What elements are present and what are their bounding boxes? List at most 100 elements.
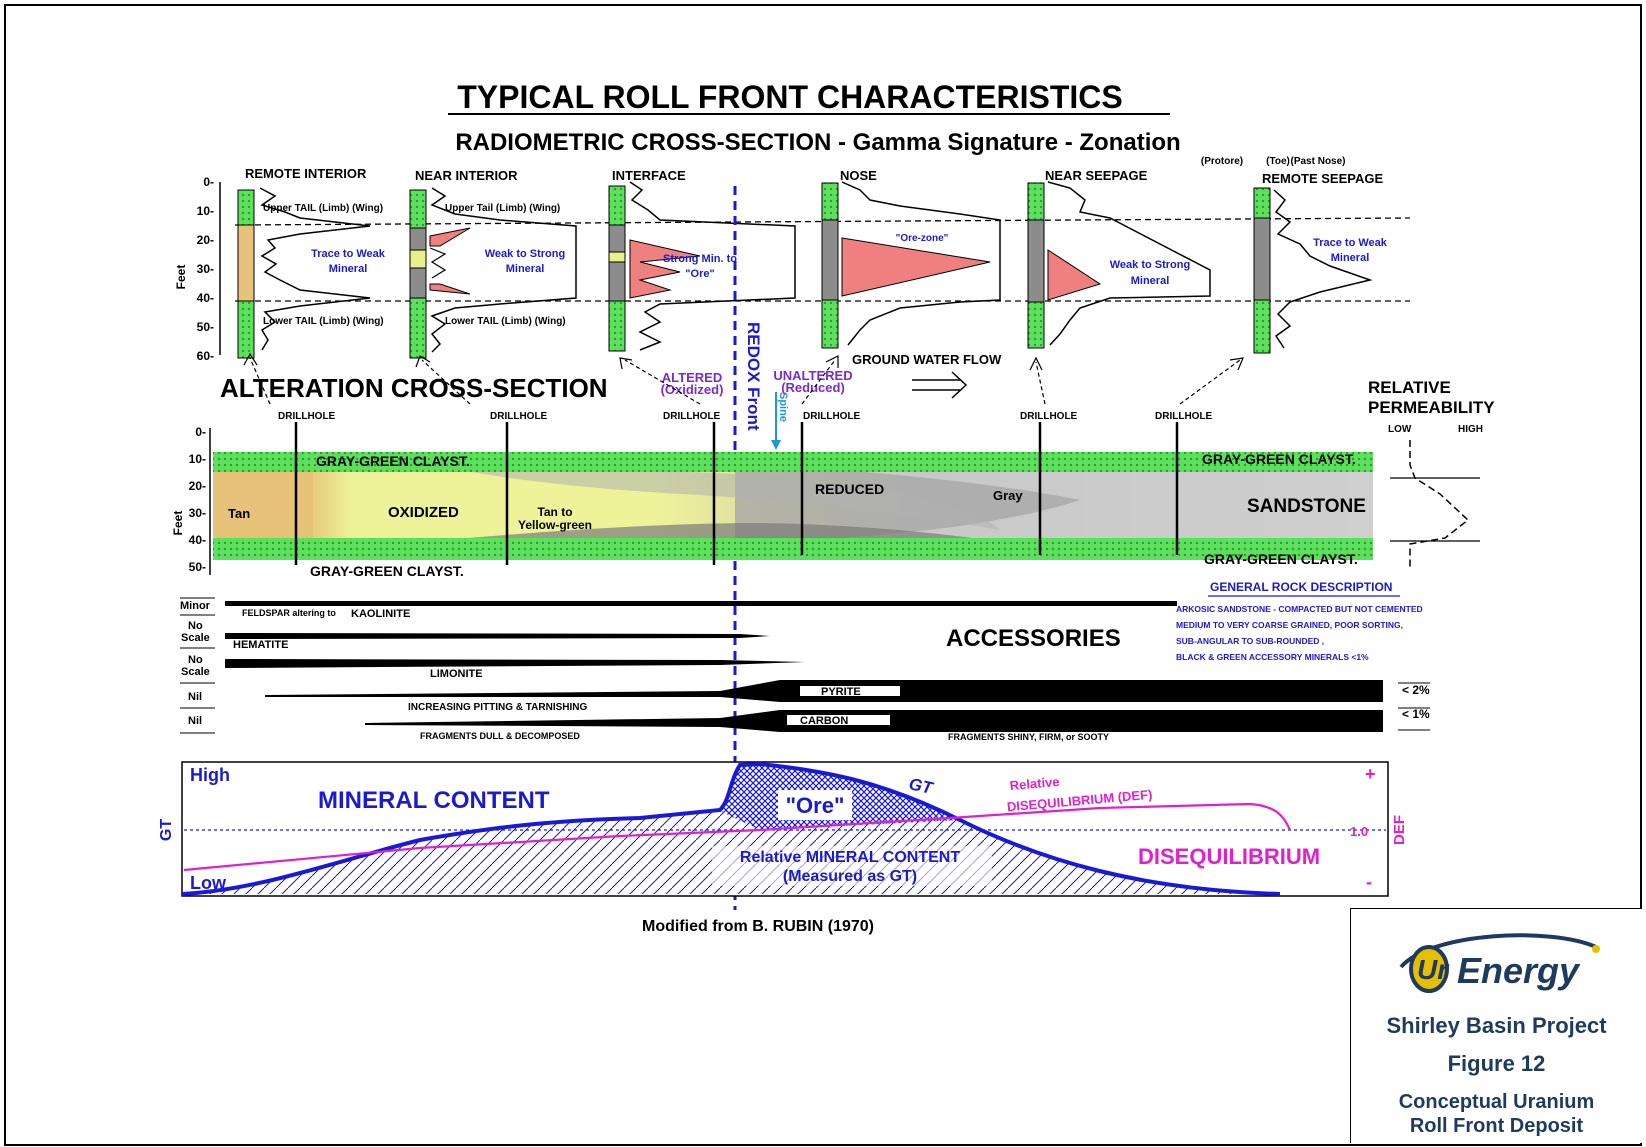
- credit-label: Modified from B. RUBIN (1970): [642, 918, 874, 935]
- relative-mineral-label-1: Relative MINERAL CONTENT: [740, 849, 960, 866]
- page-border: [4, 4, 1642, 1146]
- disequilibrium-label: DISEQUILIBRIUM: [1138, 844, 1320, 869]
- drillhole-label-1: DRILLHOLE: [278, 411, 336, 422]
- fragments-dull-label: FRAGMENTS DULL & DECOMPOSED: [420, 731, 580, 741]
- figure-number: Figure 12: [1447, 1051, 1546, 1076]
- relative-def-label-1: Relative: [1009, 774, 1060, 793]
- groundwater-flow-label: GROUND WATER FLOW: [852, 352, 1002, 367]
- weak-strong-label-1b: Mineral: [506, 263, 545, 275]
- page-subtitle: RADIOMETRIC CROSS-SECTION - Gamma Signat…: [455, 129, 1180, 156]
- radiometric-depth-tick-10: 10-: [197, 204, 214, 218]
- claystone-top-label: GRAY-GREEN CLAYST.: [316, 453, 470, 469]
- chart-low-label: Low: [190, 873, 227, 893]
- drillhole-label-4: DRILLHOLE: [803, 411, 861, 422]
- scale-scale-1: Scale: [181, 632, 210, 644]
- accessories-title: ACCESSORIES: [946, 625, 1121, 652]
- drill-column-nose: [821, 181, 1001, 349]
- drill-column-remote-seepage: [1253, 187, 1373, 354]
- zone-label-remote-seepage: REMOTE SEEPAGE: [1262, 171, 1383, 186]
- claystone-top-right-label: GRAY-GREEN CLAYST.: [1202, 451, 1356, 467]
- chart-high-label: High: [190, 765, 230, 785]
- page-title: TYPICAL ROLL FRONT CHARACTERISTICS: [457, 79, 1122, 115]
- radiometric-depth-tick-60: 60-: [197, 349, 214, 363]
- zone-label-near-interior: NEAR INTERIOR: [415, 168, 518, 183]
- radiometric-depth-tick-40: 40-: [197, 291, 214, 305]
- carbon-pct: < 1%: [1402, 707, 1430, 721]
- unaltered-label: UNALTERED: [773, 368, 852, 383]
- rock-description-heading: GENERAL ROCK DESCRIPTION: [1210, 580, 1392, 594]
- scale-nil-2: Nil: [188, 715, 202, 727]
- weak-strong-label-2b: Mineral: [1131, 275, 1170, 287]
- figure-caption-box: Ur Energy Shirley Basin Project Figure 1…: [1350, 908, 1642, 1143]
- radiometric-depth-tick-30: 30-: [197, 262, 214, 276]
- kaolinite-label: KAOLINITE: [351, 608, 410, 620]
- drillhole-label-3: DRILLHOLE: [663, 411, 721, 422]
- alteration-depth-tick-10: 10-: [189, 452, 206, 466]
- logo-brand: Energy: [1457, 950, 1581, 991]
- trace-weak-label-2a: Trace to Weak: [1313, 237, 1388, 249]
- drillhole-connector-arrows: [243, 352, 1244, 405]
- strong-min-label-a: Strong Min. to: [663, 253, 737, 265]
- permeability-title-2: PERMEABILITY: [1368, 398, 1495, 417]
- drill-column-near-interior: [409, 187, 577, 359]
- tan-label: Tan: [228, 506, 250, 521]
- ore-label-box: [778, 790, 852, 820]
- scale-minor: Minor: [180, 600, 211, 612]
- radiometric-depth-axis: 0-10-20-30-40-50-60- Feet: [174, 175, 221, 363]
- permeability-curve: [1390, 440, 1480, 570]
- relative-mineral-backdrop: [712, 846, 992, 886]
- spine-arrowhead: [771, 440, 781, 450]
- upper-horizon-line: [234, 217, 1411, 226]
- alteration-depth-tick-40: 40-: [189, 533, 206, 547]
- zone-label-near-seepage: NEAR SEEPAGE: [1045, 168, 1148, 183]
- feldspar-label: FELDSPAR altering to: [242, 608, 336, 618]
- caption-line-1: Conceptual Uranium: [1398, 1091, 1595, 1113]
- zone-label-interface: INTERFACE: [612, 168, 686, 183]
- spine-label: Spine: [777, 392, 789, 422]
- permeability-low: LOW: [1388, 424, 1412, 435]
- zone-label-nose: NOSE: [840, 168, 877, 183]
- claystone-bottom-label: GRAY-GREEN CLAYST.: [310, 563, 464, 579]
- scale-scale-2: Scale: [181, 666, 210, 678]
- pitting-label: INCREASING PITTING & TARNISHING: [408, 702, 587, 713]
- groundwater-arrow-icon: [912, 371, 968, 399]
- oxidized-zone-label: OXIDIZED: [388, 504, 459, 521]
- rock-description-line-4: BLACK & GREEN ACCESSORY MINERALS <1%: [1176, 652, 1369, 662]
- drill-column-remote-interior: [237, 187, 371, 359]
- ore-label: "Ore": [786, 793, 845, 818]
- chart-minus-label: -: [1366, 872, 1372, 892]
- gt-axis-label: GT: [158, 819, 175, 841]
- chart-plus-label: +: [1365, 764, 1376, 784]
- drillhole-label-5: DRILLHOLE: [1020, 411, 1078, 422]
- permeability-high: HIGH: [1458, 424, 1483, 435]
- sandstone-label: SANDSTONE: [1247, 496, 1366, 517]
- fragments-shiny-label: FRAGMENTS SHINY, FIRM, or SOOTY: [948, 732, 1109, 742]
- accessories-scale-column: Minor No Scale No Scale Nil Nil: [180, 597, 215, 734]
- zone-label-remote-interior: REMOTE INTERIOR: [245, 166, 367, 181]
- zone-note-protore: (Protore): [1201, 156, 1243, 167]
- upper-tail-label-1: Upper TAIL (Limb) (Wing): [263, 203, 383, 214]
- altered-label: ALTERED: [662, 370, 722, 385]
- radiometric-depth-tick-0: 0-: [203, 175, 214, 189]
- lower-tail-label-2: Lower TAIL (Limb) (Wing): [445, 316, 566, 327]
- rock-description-line-1: ARKOSIC SANDSTONE - COMPACTED BUT NOT CE…: [1176, 604, 1423, 614]
- upper-tail-label-2: Upper Tail (Limb) (Wing): [445, 203, 560, 214]
- redox-front-label: REDOX Front: [744, 322, 763, 431]
- scale-nil-1: Nil: [188, 691, 202, 703]
- mineral-content-chart: [181, 761, 1389, 897]
- weak-strong-label-2a: Weak to Strong: [1110, 259, 1190, 271]
- drillhole-label-2: DRILLHOLE: [490, 411, 548, 422]
- oxidized-label: (Oxidized): [661, 382, 724, 397]
- reduced-label: (Reduced): [781, 380, 845, 395]
- trace-weak-label-1a: Trace to Weak: [311, 248, 386, 260]
- ur-energy-logo: Ur Energy: [1399, 933, 1600, 993]
- rock-description-line-3: SUB-ANGULAR TO SUB-ROUNDED ,: [1176, 636, 1324, 646]
- carbon-label: CARBON: [800, 715, 848, 727]
- alteration-depth-tick-30: 30-: [189, 506, 206, 520]
- alteration-depth-tick-20: 20-: [189, 479, 206, 493]
- trace-weak-label-1b: Mineral: [329, 263, 368, 275]
- drillhole-label-6: DRILLHOLE: [1155, 411, 1213, 422]
- drill-column-interface: [608, 181, 796, 352]
- svg-text:Ur: Ur: [1417, 954, 1450, 985]
